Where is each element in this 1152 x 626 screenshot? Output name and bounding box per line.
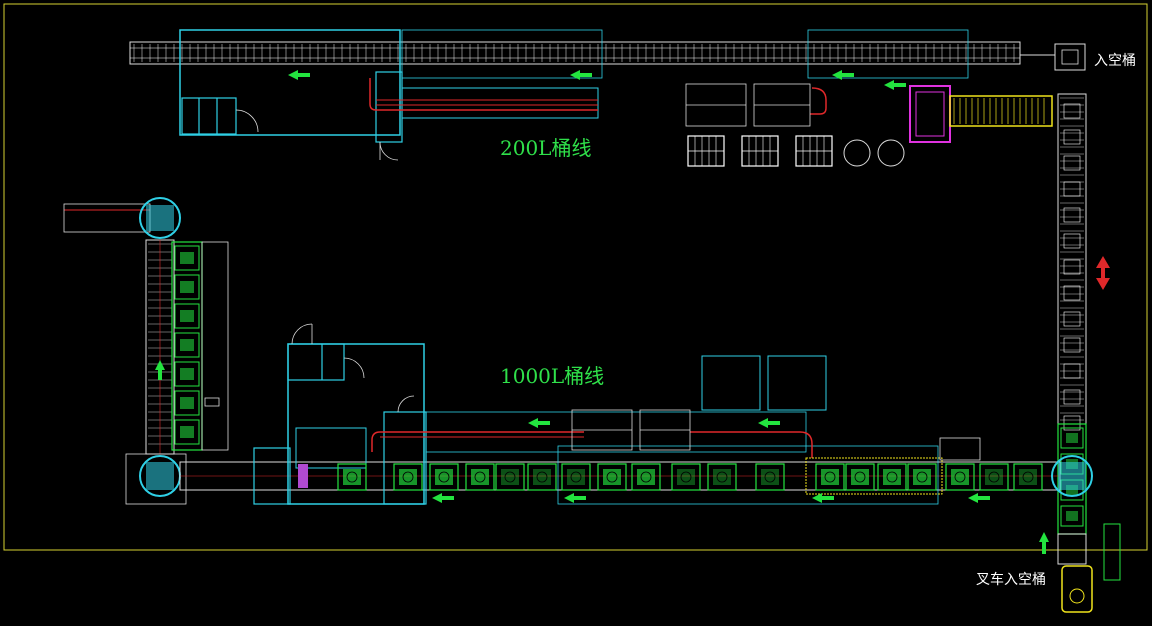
tank-1 <box>843 139 871 167</box>
label-forklift-empty-in: 叉车入空桶 <box>976 571 1046 588</box>
control-room-bottom <box>287 343 425 505</box>
tank-2 <box>877 139 905 167</box>
line-1000l-conveyor <box>179 323 1093 505</box>
line-200l-conveyor <box>129 29 1086 167</box>
flow-arrows-top <box>288 70 906 90</box>
turntable-bottom-right <box>1051 455 1093 497</box>
control-room-top-left <box>179 29 401 136</box>
label-empty-in: 入空桶 <box>1094 53 1136 69</box>
right-vertical-conveyor <box>1039 93 1121 613</box>
arrow-up-icon <box>1039 532 1049 542</box>
double-arrow-vertical-icon <box>1096 256 1110 290</box>
label-line-200l: 200L桶线 <box>500 136 591 160</box>
forklift-station <box>1061 565 1093 613</box>
label-line-1000l: 1000L桶线 <box>500 364 604 388</box>
building-outline <box>3 3 1148 551</box>
flow-arrows-bottom <box>432 418 990 503</box>
left-vertical-conveyor <box>63 197 229 505</box>
turntable-top-left <box>139 197 181 239</box>
arrow-up-icon <box>155 360 165 370</box>
yellow-transfer <box>949 95 1053 127</box>
